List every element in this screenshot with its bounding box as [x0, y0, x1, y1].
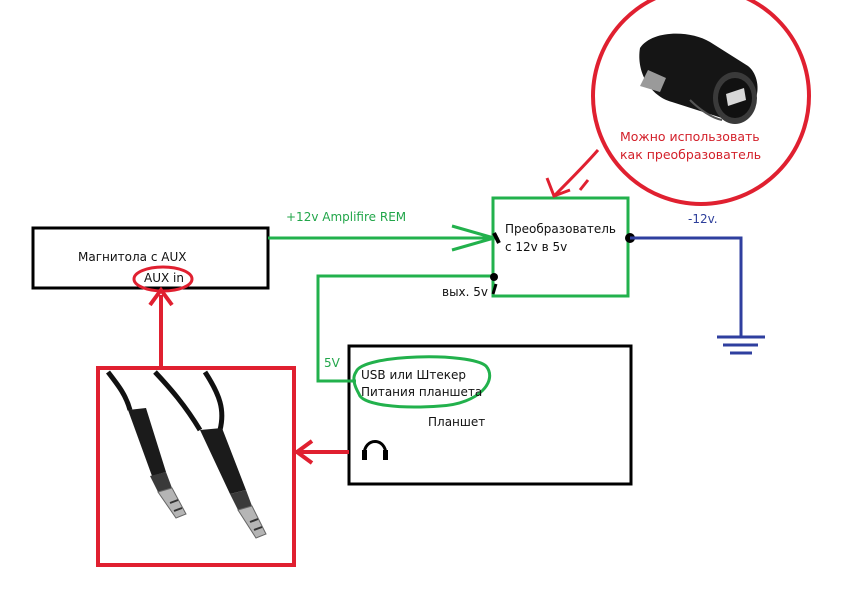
- converter-title-line1: Преобразователь: [505, 222, 616, 236]
- head-unit-box: [31, 226, 270, 290]
- tablet-usb-line1: USB или Штекер: [361, 368, 466, 382]
- tablet-usb-line2: Питания планшета: [361, 385, 483, 399]
- headphone-arrow: [293, 439, 314, 465]
- v5-label: 5V: [324, 356, 340, 370]
- aux-in-label: AUX in: [144, 271, 184, 285]
- power-5v-wire: [316, 274, 492, 383]
- rem-terminal: [492, 232, 501, 244]
- converter-box: [491, 196, 630, 298]
- out5v-terminal-top: [490, 273, 498, 281]
- converter-title-line2: с 12v в 5v: [505, 240, 568, 254]
- headphones-icon: [362, 440, 388, 460]
- ground-label: -12v.: [688, 212, 718, 226]
- aux-cable-image: [106, 370, 267, 539]
- callout-line2: как преобразователь: [620, 147, 762, 162]
- aux-up-arrow: [148, 286, 174, 307]
- rem-wire-label: +12v Amplifire REM: [286, 210, 407, 224]
- rem-arrow: [451, 224, 500, 252]
- callout-arrow-head: [545, 177, 571, 198]
- tablet-box: [347, 344, 633, 486]
- car-usb-charger-image: [639, 33, 758, 124]
- cable-box: [96, 366, 296, 567]
- ground-wire: [630, 236, 743, 336]
- callout-arrow-line: [553, 149, 600, 197]
- callout-line1: Можно использовать: [620, 129, 760, 144]
- callout-circle: [591, 0, 811, 206]
- callout-arrow-tail: [578, 179, 590, 191]
- out5v-label: вых. 5v: [442, 285, 489, 299]
- usb-highlight: [352, 355, 492, 409]
- tablet-title: Планшет: [428, 415, 486, 429]
- head-unit-title: Магнитола с AUX: [78, 250, 187, 264]
- out5v-terminal: [491, 283, 498, 295]
